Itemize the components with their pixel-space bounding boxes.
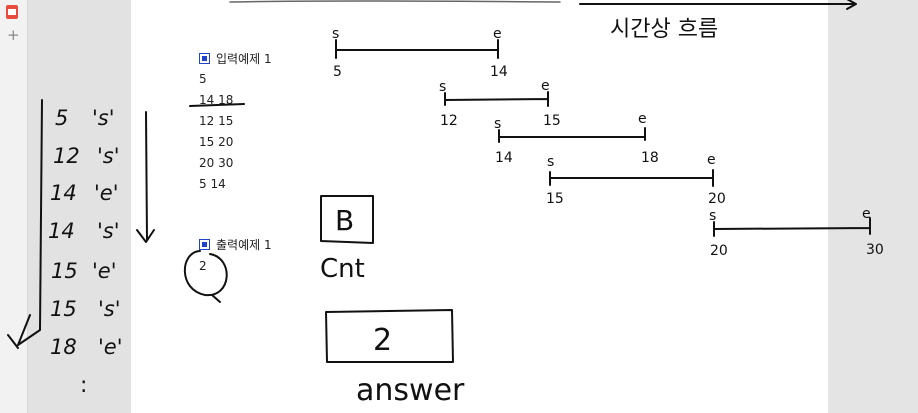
event-kind: 'e'	[92, 259, 116, 283]
note-canvas[interactable]	[131, 0, 828, 413]
cut-off-text-stroke	[229, 0, 561, 3]
answer-label: answer	[356, 373, 465, 408]
interval-from: 15	[546, 191, 564, 207]
interval-from: 5	[333, 64, 342, 80]
interval-start-label: s	[332, 26, 339, 42]
output-circle-tail	[211, 294, 221, 303]
event-time: 15	[50, 297, 77, 321]
event-time: 18	[50, 335, 77, 359]
right-margin-pane	[828, 0, 918, 413]
cnt-label: Cnt	[320, 254, 365, 284]
event-time: 5	[55, 106, 68, 130]
input-line: 20 30	[199, 156, 234, 170]
interval-from: 20	[710, 243, 728, 259]
interval-start-label: s	[494, 116, 501, 132]
interval-end-label: e	[862, 206, 871, 222]
interval-end-label: e	[638, 111, 647, 127]
cnt-box	[320, 195, 374, 244]
document-icon[interactable]	[6, 5, 18, 19]
time-flow-note: 시간상 흐름	[610, 17, 718, 42]
interval-bar	[498, 127, 646, 143]
time-flow-arrow	[579, 0, 857, 10]
interval-start-label: s	[547, 154, 554, 170]
output-value: 2	[199, 259, 207, 273]
event-kind: 'e'	[94, 181, 118, 205]
interval-end-label: e	[541, 78, 550, 94]
bullet-square-icon	[199, 239, 210, 250]
interval-bar	[549, 169, 714, 187]
event-time: 15	[51, 259, 78, 283]
answer-value: 2	[373, 323, 392, 358]
interval-to: 14	[490, 64, 508, 80]
event-list-ellipsis: :	[80, 373, 87, 398]
interval-to: 20	[708, 191, 726, 207]
cnt-value: B	[335, 204, 354, 237]
interval-bar	[444, 91, 549, 107]
input-underline	[189, 103, 245, 107]
bullet-square-icon	[199, 53, 210, 64]
event-time: 14	[48, 219, 75, 243]
interval-to: 15	[543, 113, 561, 129]
input-line: 5 14	[199, 177, 226, 191]
interval-to: 30	[866, 242, 884, 258]
interval-bar	[335, 39, 499, 59]
event-time: 12	[53, 144, 80, 168]
input-line: 15 20	[199, 135, 234, 149]
event-kind: 's'	[92, 106, 115, 130]
event-kind: 'e'	[98, 335, 122, 359]
event-kind: 's'	[97, 219, 120, 243]
interval-from: 14	[495, 150, 513, 166]
output-circle	[183, 250, 228, 297]
event-kind: 's'	[98, 297, 121, 321]
event-time: 14	[50, 181, 77, 205]
interval-to: 18	[641, 150, 659, 166]
left-margin-pane	[28, 0, 131, 413]
event-list-arrow-right	[136, 111, 155, 243]
event-list-arrow	[7, 99, 43, 349]
input-line: 5	[199, 72, 207, 86]
output-example-heading: 출력예제 1	[199, 238, 272, 252]
interval-bar	[713, 217, 871, 237]
input-line: 12 15	[199, 114, 234, 128]
input-line: 14 18	[199, 93, 234, 107]
interval-from: 12	[440, 113, 458, 129]
input-example-heading: 입력예제 1	[199, 52, 272, 66]
interval-start-label: s	[439, 79, 446, 95]
add-page-icon[interactable]: +	[7, 26, 20, 44]
interval-end-label: e	[493, 26, 502, 42]
event-kind: 's'	[97, 144, 120, 168]
answer-box	[325, 309, 454, 363]
interval-start-label: s	[709, 208, 716, 224]
interval-end-label: e	[707, 152, 716, 168]
